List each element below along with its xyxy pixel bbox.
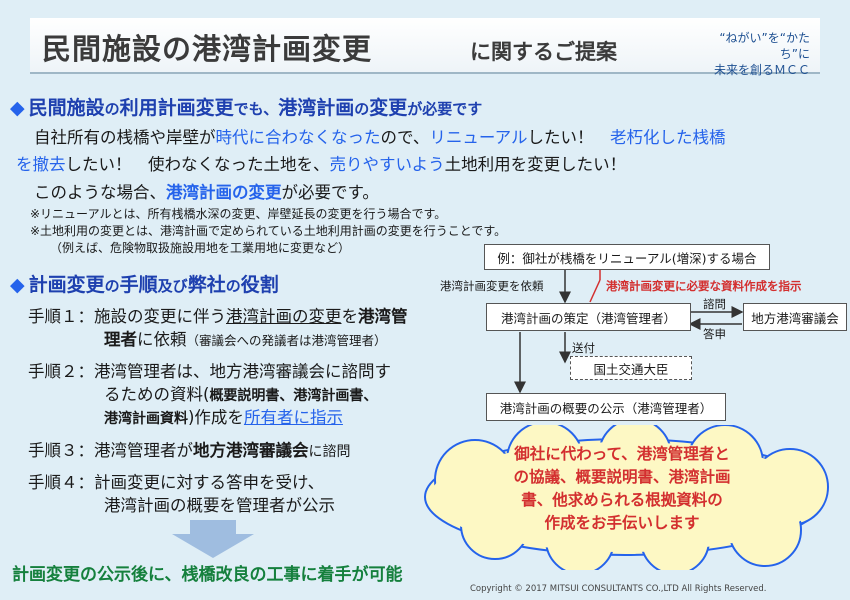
down-arrow-icon: [172, 520, 254, 558]
flow-send-label: 送付: [572, 341, 595, 355]
conclusion-text: 計画変更の公示後に、桟橋改良の工事に着手が可能: [12, 565, 403, 585]
section1-line2: を撤去したい！ 使わなくなった土地を、売りやすいよう土地利用を変更したい！: [16, 155, 627, 174]
step2: 手順２：港湾管理者は、地方港湾審議会に諮問す: [28, 362, 391, 381]
header-band: [30, 18, 820, 74]
flow-instruct-label: 港湾計画変更に必要な資料作成を指示: [606, 279, 802, 293]
note-renewal: ※リニューアルとは、所有桟橋水深の変更、岸壁延長の変更を行う場合です。: [30, 207, 447, 221]
step4: 手順４：計画変更に対する答申を受け、: [28, 473, 325, 492]
tagline-line1: “ねがい”を“かたち”に: [719, 31, 810, 61]
flow-announce-box: 港湾計画の概要の公示（港湾管理者）: [486, 393, 726, 421]
note-example: （例えば、危険物取扱施設用地を工業用地に変更など）: [50, 241, 351, 255]
page-subtitle: に関するご提案: [470, 40, 617, 64]
step3: 手順３：港湾管理者が地方港湾審議会に諮問: [28, 441, 351, 460]
note-landuse: ※土地利用の変更とは、港湾計画で定められている土地利用計画の変更を行うことです。: [30, 224, 507, 238]
tagline-line2: 未来を創るＭＣＣ: [713, 63, 810, 77]
section1-heading: ◆民間施設の利用計画変更でも、港湾計画の変更が必要です: [10, 97, 483, 119]
diamond-bullet-icon: ◆: [10, 97, 25, 119]
flow-example-box: 例：御社が桟橋をリニューアル(増深)する場合: [484, 244, 770, 270]
cloud-message: 御社に代わって、港湾管理者と の協議、概要説明書、港湾計画 書、他求められる根拠…: [513, 445, 731, 532]
step1-cont: 理者に依頼（審議会への発議者は港湾管理者）: [104, 330, 387, 349]
page-title: 民間施設の港湾計画変更: [42, 32, 373, 66]
flow-connectors: [514, 268, 744, 394]
speech-cloud: [424, 425, 829, 570]
step1: 手順１：施設の変更に伴う港湾計画の変更を港湾管: [28, 307, 408, 326]
step2-cont1: るための資料(概要説明書、港湾計画書、: [104, 385, 378, 404]
flow-formulate-box: 港湾計画の策定（港湾管理者）: [486, 303, 691, 331]
company-tagline: “ねがい”を“かたち”に 未来を創るＭＣＣ: [690, 30, 810, 78]
flow-ministry-box: 国土交通大臣: [570, 356, 692, 380]
diamond-bullet-icon: ◆: [10, 274, 25, 296]
step2-cont2: 港湾計画資料)作成を所有者に指示: [104, 408, 343, 427]
section2-heading: ◆計画変更の手順及び弊社の役割: [10, 274, 279, 296]
step4-cont: 港湾計画の概要を管理者が公示: [104, 496, 335, 515]
flow-answer-label: 答申: [703, 327, 726, 341]
copyright-notice: Copyright © 2017 MITSUI CONSULTANTS CO.,…: [470, 584, 767, 594]
flow-council-box: 地方港湾審議会: [743, 303, 847, 331]
section1-line3: このような場合、港湾計画の変更が必要です。: [34, 183, 379, 202]
flow-consult-label: 諮問: [703, 297, 726, 311]
section1-line1: 自社所有の桟橋や岸壁が時代に合わなくなったので、リニューアルしたい！ 老朽化した…: [34, 128, 726, 147]
flow-request-label: 港湾計画変更を依頼: [440, 279, 544, 293]
